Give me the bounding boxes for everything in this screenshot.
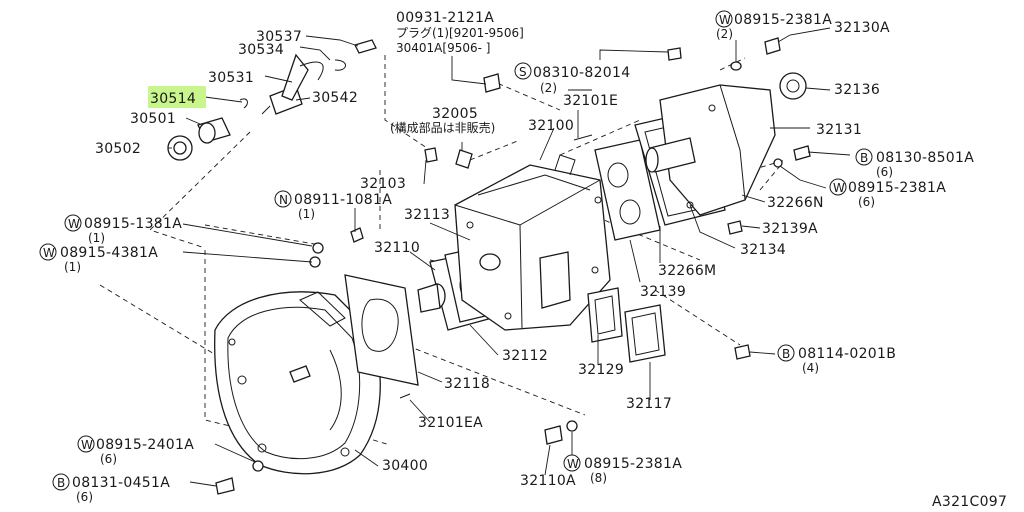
- label-08915c-code: 08915-1381A: [84, 216, 182, 232]
- label-32005: 32005: [432, 106, 478, 122]
- label-30502: 30502: [95, 141, 141, 157]
- label-32129: 32129: [578, 362, 624, 378]
- label-32117: 32117: [626, 396, 672, 412]
- label-08114-qty: (4): [802, 361, 819, 375]
- label-32101E: 32101E: [563, 93, 618, 109]
- label-08915b-code: 08915-2381A: [848, 180, 946, 196]
- label-plug-line3: 30401A[9506- ]: [396, 41, 490, 55]
- label-08915d-code: 08915-4381A: [60, 245, 158, 261]
- fastener-badge-s: [514, 62, 532, 80]
- label-32130A: 32130A: [834, 20, 890, 36]
- badge-letter-w-1381: W: [68, 217, 80, 231]
- label-32266M: 32266M: [658, 263, 716, 279]
- label-30400: 30400: [382, 458, 428, 474]
- label-08131-code: 08131-0451A: [72, 475, 170, 491]
- label-30531: 30531: [208, 70, 254, 86]
- label-32139A: 32139A: [762, 221, 818, 237]
- fastener-badge-w-4381: [39, 243, 57, 261]
- label-08915e-code: 08915-2401A: [96, 437, 194, 453]
- part-30514-highlight: [148, 86, 206, 108]
- fastener-badge-w-rear: [829, 178, 847, 196]
- label-30537: 30537: [256, 29, 302, 45]
- label-08130-qty: (6): [876, 165, 893, 179]
- clutch-housing: [214, 291, 381, 475]
- label-32266N: 32266N: [767, 195, 824, 211]
- label-32103: 32103: [360, 176, 406, 192]
- label-08131-qty: (6): [76, 490, 93, 504]
- label-08915e-qty: (6): [100, 452, 117, 466]
- label-08915f-code: 08915-2381A: [584, 456, 682, 472]
- badge-letter-w-top: W: [719, 13, 731, 27]
- label-32139: 32139: [640, 284, 686, 300]
- label-32110A: 32110A: [520, 473, 576, 489]
- leader-lines: [168, 27, 851, 487]
- part-labels: 30537 30534 30531 30514 30542 30501 3050…: [39, 10, 1007, 510]
- label-08130-code: 08130-8501A: [876, 150, 974, 166]
- label-30534: 30534: [238, 42, 284, 58]
- label-32131: 32131: [816, 122, 862, 138]
- label-32110: 32110: [374, 240, 420, 256]
- label-plug-code: 00931-2121A: [396, 10, 494, 26]
- label-08310-qty: (2): [540, 81, 557, 95]
- label-plug-line2: プラグ(1)[9201-9506]: [396, 26, 524, 40]
- rear-extension: [645, 84, 776, 216]
- label-30514[interactable]: 30514: [150, 91, 196, 107]
- label-08915f-qty: (8): [590, 471, 607, 485]
- label-32113: 32113: [404, 207, 450, 223]
- badge-letter-w-4381: W: [43, 246, 55, 260]
- fastener-badge-w-bottom: [563, 454, 581, 472]
- label-08915c-qty: (1): [88, 231, 105, 245]
- fastener-badge-b-side: [777, 344, 795, 362]
- label-08915d-qty: (1): [64, 260, 81, 274]
- badge-letter-w-rear: W: [833, 181, 845, 195]
- label-32112: 32112: [502, 348, 548, 364]
- diagram-code: A321C097: [932, 494, 1007, 510]
- fastener-badge-b-housing: [52, 473, 70, 491]
- badge-letter-s: S: [519, 65, 527, 79]
- label-08915a-code: 08915-2381A: [734, 12, 832, 28]
- fastener-badge-w-1381: [64, 214, 82, 232]
- label-08114-code: 08114-0201B: [798, 346, 896, 362]
- release-bearing-group: [167, 39, 377, 161]
- badge-letter-b-rear: B: [860, 151, 868, 165]
- label-08911-code: 08911-1081A: [294, 192, 392, 208]
- label-32118: 32118: [444, 376, 490, 392]
- label-32100: 32100: [528, 118, 574, 134]
- label-08915a-qty: (2): [716, 27, 733, 41]
- small-parts: [215, 37, 811, 495]
- transmission-case: [454, 154, 611, 331]
- fastener-badge-b-rear: [855, 148, 873, 166]
- label-32134: 32134: [740, 242, 786, 258]
- badge-letter-w-2401: W: [81, 438, 93, 452]
- label-32005-note: (構成部品は非販売): [390, 120, 495, 135]
- badge-letter-b-side: B: [782, 347, 790, 361]
- badge-letter-n: N: [279, 193, 288, 207]
- label-08911-qty: (1): [298, 207, 315, 221]
- fastener-badge-w-top: [715, 10, 733, 28]
- label-08915b-qty: (6): [858, 195, 875, 209]
- label-30501: 30501: [130, 111, 176, 127]
- label-32136: 32136: [834, 82, 880, 98]
- label-32101EA: 32101EA: [418, 415, 483, 431]
- badge-letter-b-housing: B: [57, 476, 65, 490]
- badge-letter-w-bottom: W: [567, 457, 579, 471]
- label-08310-code: 08310-82014: [533, 65, 630, 81]
- fastener-badge-w-2401: [77, 435, 95, 453]
- label-30542: 30542: [312, 90, 358, 106]
- gasket-32118: [344, 274, 419, 386]
- fastener-badge-n: [274, 190, 292, 208]
